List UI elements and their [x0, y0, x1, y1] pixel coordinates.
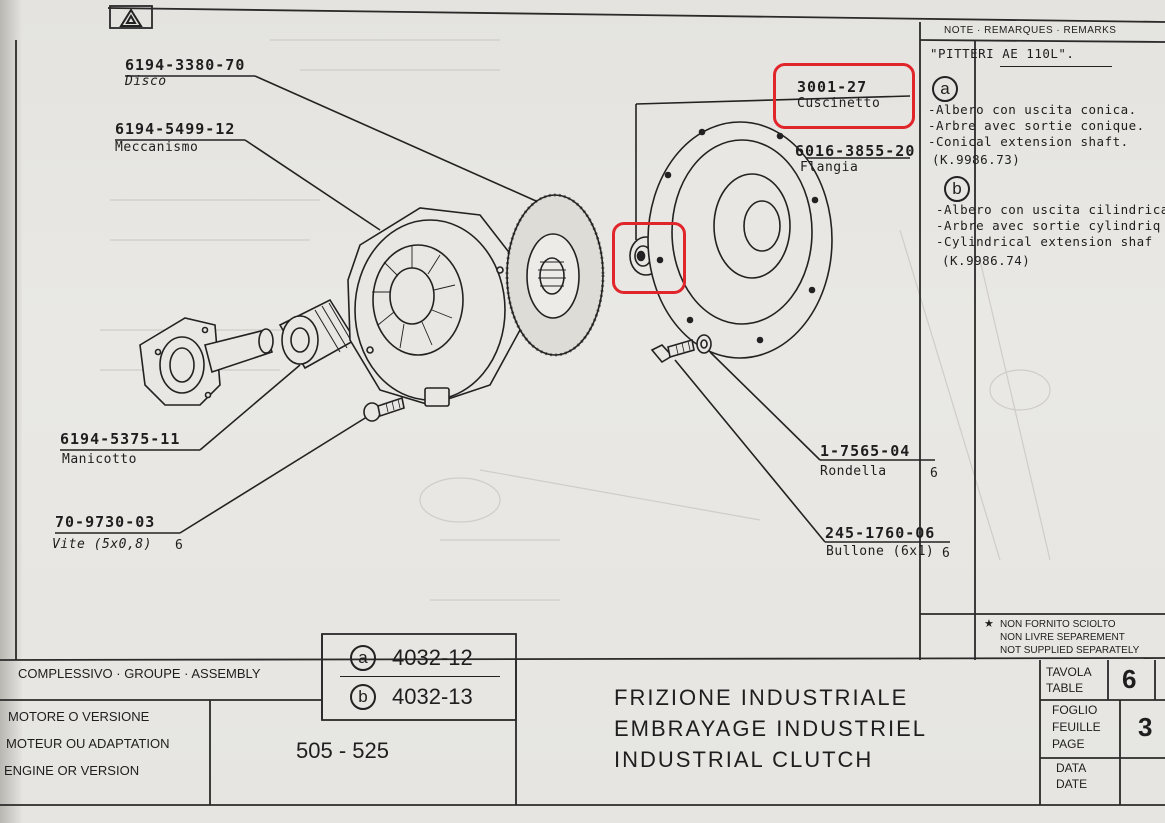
page-label-3: PAGE — [1052, 737, 1085, 751]
part-name-manicotto: Manicotto — [62, 452, 137, 467]
footnote-line-1: NON FORNITO SCIOLTO — [1000, 619, 1116, 630]
date-label-1: DATA — [1056, 761, 1087, 775]
part-number-bullone: 245-1760-06 — [825, 524, 936, 542]
part-name-flangia: Flangia — [800, 160, 859, 175]
part-flangia — [647, 121, 833, 359]
logo-box — [109, 5, 153, 29]
part-name-cuscinetto: Cuscinetto — [797, 96, 881, 111]
part-qty-rondella: 6 — [930, 466, 938, 481]
part-manicotto — [139, 317, 274, 406]
part-name-meccanismo: Meccanismo — [115, 140, 199, 155]
part-name-rondella: Rondella — [820, 464, 887, 479]
title-fr: EMBRAYAGE INDUSTRIEL — [614, 716, 928, 741]
highlight-cuscinetto-label — [773, 63, 915, 129]
assembly-b-marker: b — [350, 684, 376, 710]
date-label-2: DATE — [1056, 777, 1088, 791]
part-bolt-washer — [650, 334, 712, 364]
note-b-marker: b — [944, 176, 970, 202]
note-a-marker: a — [932, 76, 958, 102]
note-a-ref: (K.9986.73) — [932, 152, 1021, 167]
title-block-top — [0, 657, 1165, 661]
assembly-a-number: 4032-12 — [392, 645, 473, 670]
assembly-label: COMPLESSIVO · GROUPE · ASSEMBLY — [18, 666, 261, 681]
page-value: 3 — [1138, 712, 1153, 742]
part-qty-vite: 6 — [175, 538, 183, 553]
page-label-1: FOGLIO — [1052, 703, 1098, 717]
note-b-line-2: -Arbre avec sortie cylindriq — [936, 218, 1161, 233]
footnote-star-icon: ★ — [984, 618, 994, 630]
part-number-disco: 6194-3380-70 — [125, 56, 246, 74]
note-b-ref: (K.9986.74) — [942, 253, 1031, 268]
engine-label-it: MOTORE O VERSIONE — [8, 709, 150, 724]
page-label-2: FEUILLE — [1052, 720, 1101, 734]
note-a-line-1: -Albero con uscita conica. — [928, 102, 1137, 117]
part-number-rondella: 1-7565-04 — [820, 442, 911, 460]
frame-top-line — [107, 7, 1165, 23]
table-value: 6 — [1122, 664, 1137, 694]
note-b-line-1: -Albero con uscita cilindrica — [936, 202, 1165, 217]
part-disco — [505, 193, 605, 357]
note-b-line-3: -Cylindrical extension shaf — [936, 234, 1153, 249]
engine-label-en: ENGINE OR VERSION — [4, 763, 140, 778]
part-vite — [363, 396, 405, 422]
assembly-b-number: 4032-13 — [392, 684, 473, 709]
part-collar — [278, 298, 357, 370]
assembly-divider — [340, 676, 500, 677]
note-a-line-3: -Conical extension shaft. — [928, 134, 1129, 149]
footnote-line-3: NOT SUPPLIED SEPARATELY — [1000, 645, 1140, 656]
part-name-bullone: Bullone (6x1) — [826, 544, 935, 559]
part-number-manicotto: 6194-5375-11 — [60, 430, 181, 448]
note-a-line-2: -Arbre avec sortie conique. — [928, 118, 1145, 133]
notes-header-line — [919, 39, 1165, 43]
notes-header: NOTE · REMARQUES · REMARKS — [944, 25, 1117, 36]
part-name-vite: Vite (5x0,8) — [52, 537, 152, 552]
engine-value: 505 - 525 — [296, 738, 389, 763]
notes-model-underline — [1000, 66, 1112, 67]
part-qty-bullone: 6 — [942, 546, 950, 561]
highlight-cuscinetto-part — [612, 222, 686, 294]
notes-model: "PITTERI AE 110L". — [930, 46, 1075, 61]
footnote-line-2: NON LIVRE SEPAREMENT — [1000, 632, 1125, 643]
engine-label-fr: MOTEUR OU ADAPTATION — [6, 736, 170, 751]
table-label-2: TABLE — [1046, 681, 1084, 695]
part-number-cuscinetto: 3001-27 — [797, 78, 868, 96]
part-number-meccanismo: 6194-5499-12 — [115, 120, 236, 138]
assembly-a-marker: a — [350, 645, 376, 671]
part-name-disco: Disco — [125, 74, 167, 89]
title-it: FRIZIONE INDUSTRIALE — [614, 685, 909, 710]
part-meccanismo — [347, 207, 521, 407]
part-number-flangia: 6016-3855-20 — [795, 142, 916, 160]
part-number-vite: 70-9730-03 — [55, 513, 156, 531]
logo-triangle-icon — [119, 8, 143, 27]
table-label-1: TAVOLA — [1046, 665, 1092, 679]
title-en: INDUSTRIAL CLUTCH — [614, 747, 874, 772]
